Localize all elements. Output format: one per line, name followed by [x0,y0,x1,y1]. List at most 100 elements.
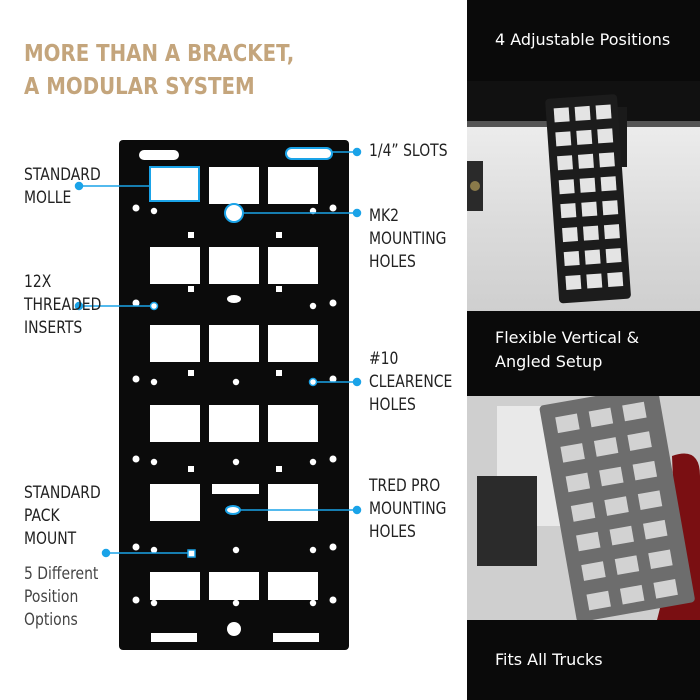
plate-hole [132,375,140,383]
photo-window [553,107,570,123]
molle-window [209,572,259,600]
headline: MORE THAN A BRACKET, A MODULAR SYSTEM [24,38,308,104]
photo-window [586,590,611,611]
molle-window [209,325,259,362]
square-hole [188,232,194,238]
photo-window [595,104,612,120]
photo-angled-mount [467,396,700,620]
molle-window [150,572,200,600]
panel-fits-text: Fits All Trucks [495,650,603,669]
plate-hole [329,543,337,551]
plate-hole [232,458,240,466]
plate-hole [329,299,337,307]
mk2-hole [224,203,244,223]
square-hole [188,466,194,472]
tred-pro-hole [225,505,241,515]
photo-window [600,176,617,192]
molle-window [209,167,259,204]
plate-hole [329,375,337,383]
vertical-mount-illustration [467,81,700,304]
plate-hole [132,299,140,307]
clearence-hole [308,377,318,387]
photo-window [558,179,575,195]
molle-window [268,247,318,284]
plate-hole [150,599,158,607]
molle-window [150,247,200,284]
square-hole [276,466,282,472]
plate-hole [150,378,158,386]
photo-window [648,549,673,570]
plate-hole [309,458,317,466]
modular-bracket-diagram [74,140,362,650]
molle-window [268,484,318,521]
photo-window [653,578,678,599]
photo-vertical-mount [467,81,700,311]
angled-mount-illustration [467,396,700,620]
photo-window [637,490,663,510]
plate-hole [150,546,158,554]
molle-window [268,405,318,442]
callout-threaded: 12X THREADED INSERTS [24,272,102,338]
photo-window [574,105,591,121]
standard-molle-window [149,166,200,202]
photo-window [599,466,624,487]
headline-line2: A MODULAR SYSTEM [24,74,255,100]
plate-hole [329,204,337,212]
photo-window [593,437,619,457]
square-hole [276,286,282,292]
photo-window [565,472,591,493]
molle-window [150,325,200,362]
pack-mount-slot [187,549,196,558]
plate-hole [309,599,317,607]
molle-window [268,325,318,362]
center-rect-slot [212,484,259,494]
plate-hole [132,596,140,604]
photo-window [627,431,652,451]
photo-window [602,200,619,216]
plate-hole [232,599,240,607]
plate-hole [132,455,140,463]
molle-window [150,405,200,442]
center-slot [227,295,241,303]
photo-window [582,225,599,241]
square-hole [276,232,282,238]
plate-hole [329,596,337,604]
panel-fits: Fits All Trucks [467,620,700,700]
molle-window [209,405,259,442]
callout-clearence: #10 CLEARENCE HOLES [369,349,453,415]
plate-hole [232,546,240,554]
photo-window [607,272,624,288]
plate-hole [329,455,337,463]
photo-window [597,128,614,144]
photo-window [609,525,634,546]
plate-hole [132,204,140,212]
bottom-center-hole [227,622,241,636]
photo-window [603,224,620,240]
callout-position-options: 5 Different Position Options [24,564,99,630]
photo-window [632,460,658,481]
photo-window [643,519,668,540]
square-hole [188,370,194,376]
photo-window [557,155,573,171]
plate-hole [132,543,140,551]
threaded-insert [149,301,159,311]
photo-window [581,201,598,217]
panel-adjustable: 4 Adjustable Positions [467,0,700,81]
photo-window [560,443,585,463]
photo-window [605,248,622,264]
photo-window [563,251,580,267]
slot-left-bottom [151,633,197,642]
panel-flexible-text: Flexible Vertical & Angled Setup [495,328,640,371]
callout-mk2: MK2 MOUNTING HOLES [369,206,447,272]
plate-hole [150,207,158,215]
slot-right-top [285,147,333,160]
photo-window [619,584,645,605]
callout-slots: 1/4” SLOTS [369,141,448,161]
callout-standard-molle: STANDARD MOLLE [24,165,101,208]
headline-line1: MORE THAN A BRACKET, [24,41,295,67]
callout-pack-mount: STANDARD PACK MOUNT [24,483,101,549]
photo-window [581,561,606,581]
molle-windows [150,167,318,600]
photo-window [570,502,596,522]
photo-window [576,531,601,552]
